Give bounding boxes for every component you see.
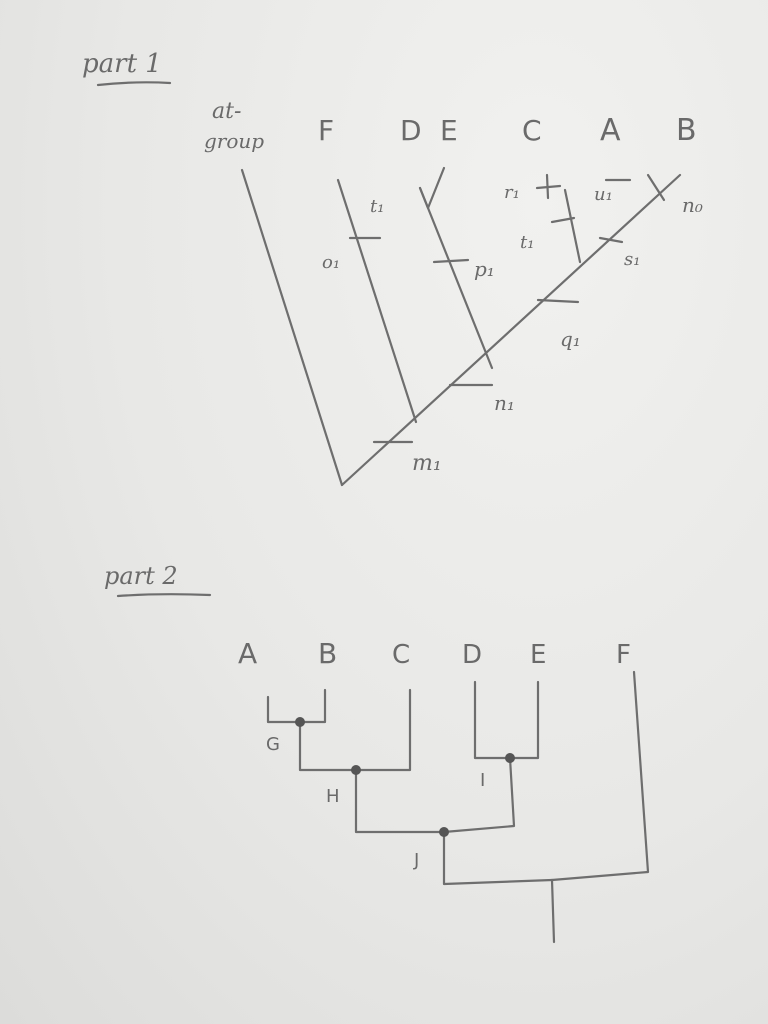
branch-D bbox=[418, 186, 494, 370]
taxon-C-part2: C bbox=[392, 640, 410, 670]
branch-root-to-B bbox=[340, 173, 682, 487]
taxon-B: B bbox=[676, 113, 697, 148]
branch-I bbox=[442, 756, 516, 834]
label-q1: q₁ bbox=[560, 327, 581, 351]
label-o1: o₁ bbox=[322, 252, 340, 273]
mark-s1 bbox=[598, 236, 624, 244]
label-s1: s₁ bbox=[624, 249, 640, 270]
node-label-I: I bbox=[480, 770, 485, 791]
label-m1: m₁ bbox=[412, 451, 442, 476]
part1-section: part 1 at- group F D E C A B bbox=[82, 49, 703, 487]
taxon-outgroup-line2: group bbox=[204, 129, 264, 153]
branch-H bbox=[354, 768, 446, 834]
branch-J bbox=[442, 830, 554, 886]
part2-heading: part 2 bbox=[104, 562, 178, 590]
taxon-outgroup-line1: at- bbox=[212, 99, 241, 124]
part2-section: part 2 A B C D E F G H I bbox=[104, 562, 650, 944]
mark-check-DE bbox=[418, 166, 446, 210]
node-label-J: J bbox=[413, 850, 419, 871]
taxon-C: C bbox=[522, 114, 542, 147]
taxon-D: D bbox=[400, 114, 422, 147]
branch-G bbox=[298, 720, 358, 772]
node-dot-J bbox=[439, 827, 449, 837]
label-r1: r₁ bbox=[504, 182, 520, 203]
label-u1: u₁ bbox=[594, 184, 613, 205]
part2-heading-underline bbox=[116, 593, 212, 598]
label-t1-left: t₁ bbox=[370, 196, 384, 217]
part1-character-marks bbox=[348, 166, 666, 444]
part2-tree-branches bbox=[266, 670, 650, 944]
branch-D-part2 bbox=[473, 680, 512, 760]
branch-F-part2 bbox=[550, 670, 650, 882]
mark-p1 bbox=[432, 258, 470, 264]
branch-F bbox=[336, 178, 418, 424]
branch-A bbox=[563, 188, 582, 264]
part1-heading: part 1 bbox=[82, 49, 162, 79]
label-n1: n₁ bbox=[494, 391, 515, 415]
mark-r1-vertical bbox=[545, 173, 550, 200]
label-t1-right: t₁ bbox=[520, 232, 534, 253]
taxon-E-part2: E bbox=[530, 640, 546, 670]
branch-E-part2 bbox=[508, 680, 540, 760]
node-dot-G bbox=[295, 717, 305, 727]
branch-B-part2 bbox=[298, 688, 327, 724]
mark-t1-right bbox=[550, 216, 576, 224]
part1-heading-underline bbox=[96, 81, 172, 87]
taxon-E: E bbox=[440, 114, 458, 147]
part1-tree-branches bbox=[240, 168, 682, 487]
mark-q1 bbox=[536, 298, 580, 304]
branch-A-part2 bbox=[266, 695, 302, 724]
branch-outgroup bbox=[240, 168, 344, 487]
node-dot-I bbox=[505, 753, 515, 763]
node-label-G: G bbox=[266, 734, 280, 755]
taxon-B-part2: B bbox=[318, 637, 337, 670]
root-stem bbox=[550, 878, 556, 944]
taxon-F: F bbox=[318, 114, 334, 147]
taxon-A: A bbox=[600, 113, 621, 148]
branch-C-part2 bbox=[354, 688, 412, 772]
node-label-H: H bbox=[326, 786, 340, 807]
node-dot-H bbox=[351, 765, 361, 775]
label-p1: p₁ bbox=[474, 257, 495, 281]
taxon-F-part2: F bbox=[616, 640, 631, 670]
taxon-A-part2: A bbox=[238, 637, 257, 670]
mark-n0 bbox=[646, 173, 666, 202]
taxon-D-part2: D bbox=[462, 640, 482, 670]
label-n0: n₀ bbox=[682, 193, 703, 217]
